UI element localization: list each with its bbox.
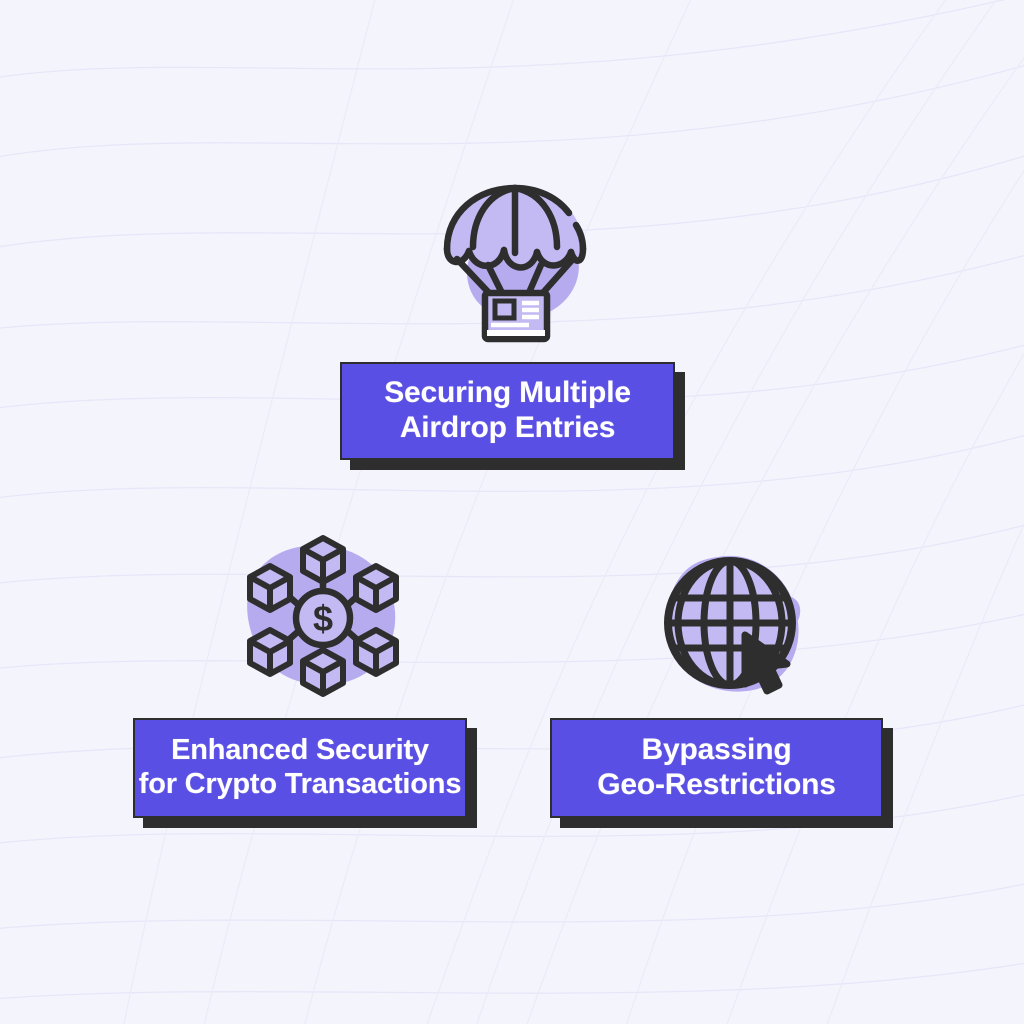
card-enhanced-security-for-crypto-transactions[interactable]: Enhanced Security for Crypto Transaction… [133, 718, 477, 828]
card-bypassing-geo-restrictions[interactable]: Bypassing Geo-Restrictions [550, 718, 893, 828]
dollar-coin [292, 587, 354, 649]
parachute-icon [425, 175, 605, 345]
card-securing-multiple-airdrop-entries[interactable]: Securing Multiple Airdrop Entries [340, 362, 685, 470]
card-label: Securing Multiple Airdrop Entries [384, 376, 631, 444]
card-label: Enhanced Security for Crypto Transaction… [138, 734, 462, 800]
card-surface[interactable]: Enhanced Security for Crypto Transaction… [133, 718, 467, 818]
globe-cursor-icon [648, 538, 823, 708]
cursor-arrow [741, 631, 791, 695]
card-surface[interactable]: Bypassing Geo-Restrictions [550, 718, 883, 818]
svg-text:$: $ [313, 598, 333, 639]
card-surface[interactable]: Securing Multiple Airdrop Entries [340, 362, 675, 460]
blockchain-network-icon: $ [228, 528, 418, 703]
card-label: Bypassing Geo-Restrictions [597, 733, 836, 801]
